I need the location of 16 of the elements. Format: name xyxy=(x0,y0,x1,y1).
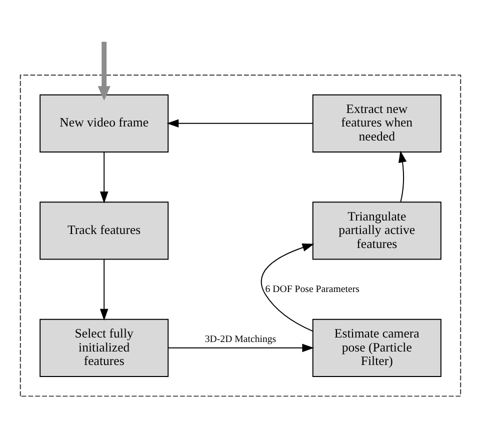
cluster xyxy=(20,74,462,396)
node-box: New video frame xyxy=(40,94,169,152)
arrow xyxy=(100,151,108,203)
arrow xyxy=(168,343,314,352)
node-box: Estimate camera pose (Particle Filter) xyxy=(312,318,442,376)
node-box: Track features xyxy=(40,201,169,260)
node-box: Select fully initialized features xyxy=(40,318,169,376)
arrow xyxy=(98,41,110,100)
node-box: Triangulate partially active features xyxy=(312,201,442,260)
arrow xyxy=(166,118,314,128)
arrow xyxy=(100,258,108,320)
arrow xyxy=(260,243,314,332)
node-box: Extract new features when needed xyxy=(312,94,442,152)
edge-label: 6 DOF Pose Parameters xyxy=(265,283,360,294)
edge-label: 3D-2D Matchings xyxy=(204,334,276,345)
arrow xyxy=(398,150,407,202)
